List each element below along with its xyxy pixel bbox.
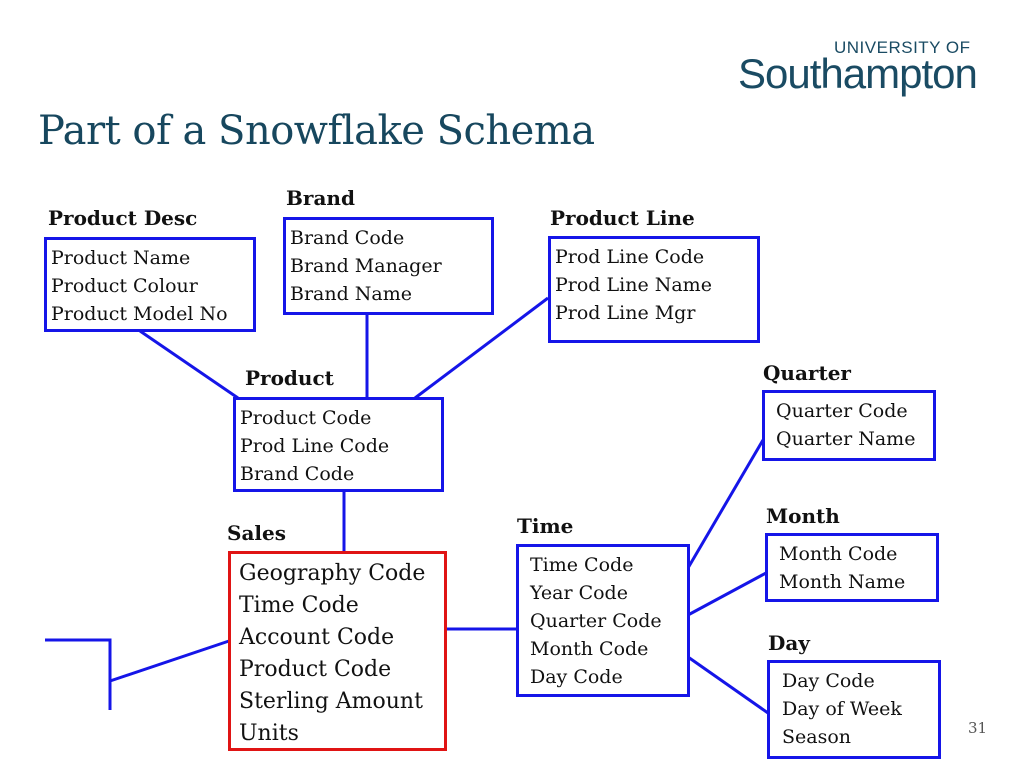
entity-box-product-desc: Product Name Product Colour Product Mode… <box>44 237 256 332</box>
entity-box-quarter: Quarter Code Quarter Name <box>762 390 936 461</box>
fact-table-box-sales: Geography Code Time Code Account Code Pr… <box>228 551 447 751</box>
entity-box-time: Time Code Year Code Quarter Code Month C… <box>516 544 690 697</box>
connector-time-quarter <box>686 439 765 569</box>
field-item: Month Code <box>779 543 898 565</box>
entity-title-product-line: Product Line <box>550 206 695 230</box>
field-item: Units <box>239 721 299 746</box>
field-item: Sterling Amount <box>239 689 423 714</box>
field-item: Prod Line Mgr <box>555 302 696 324</box>
connector-productdesc-product <box>139 329 239 400</box>
field-item: Time Code <box>239 593 359 618</box>
connector-sales-geography <box>45 638 112 710</box>
field-item: Prod Line Code <box>240 435 390 457</box>
entity-box-day: Day Code Day of Week Season <box>767 660 941 759</box>
field-item: Product Colour <box>51 275 198 297</box>
connector-time-month <box>687 571 767 617</box>
entity-title-sales: Sales <box>227 521 286 545</box>
field-item: Product Code <box>239 657 392 682</box>
logo-line-university: UNIVERSITY OF <box>834 38 971 57</box>
field-item: Prod Line Name <box>555 274 712 296</box>
entity-box-product-line: Prod Line Code Prod Line Name Prod Line … <box>548 236 760 343</box>
entity-box-month: Month Code Month Name <box>765 533 939 602</box>
field-item: Quarter Code <box>530 610 662 632</box>
logo-line-southampton: Southampton <box>738 50 978 97</box>
entity-title-quarter: Quarter <box>763 361 851 385</box>
field-item: Product Code <box>240 407 372 429</box>
field-item: Day Code <box>530 666 623 688</box>
entity-title-product: Product <box>245 366 334 390</box>
entity-title-month: Month <box>766 504 840 528</box>
field-item: Brand Code <box>240 463 355 485</box>
field-item: Quarter Code <box>776 400 908 422</box>
field-item: Brand Manager <box>290 255 442 277</box>
field-item: Season <box>782 726 852 748</box>
field-item: Time Code <box>530 554 634 576</box>
field-item: Product Name <box>51 247 191 269</box>
slide-title: Part of a Snowflake Schema <box>38 108 595 154</box>
connector-sales-account <box>109 639 230 683</box>
entity-title-time: Time <box>517 514 574 538</box>
field-item: Account Code <box>239 625 395 650</box>
page-number: 31 <box>968 719 988 737</box>
connector-time-day <box>687 655 769 715</box>
field-item: Brand Name <box>290 283 413 305</box>
field-item: Day of Week <box>782 698 902 720</box>
entity-title-brand: Brand <box>286 186 355 210</box>
field-item: Quarter Name <box>776 428 916 450</box>
field-item: Month Code <box>530 638 649 660</box>
field-item: Brand Code <box>290 227 405 249</box>
field-item: Day Code <box>782 670 875 692</box>
entity-title-product-desc: Product Desc <box>48 206 198 230</box>
university-logo: UNIVERSITY OF Southampton <box>738 38 988 102</box>
entity-box-product: Product Code Prod Line Code Brand Code <box>233 397 444 492</box>
field-item: Year Code <box>530 582 628 604</box>
entity-box-brand: Brand Code Brand Manager Brand Name <box>283 217 494 315</box>
field-item: Month Name <box>779 571 906 593</box>
entity-title-day: Day <box>768 631 810 655</box>
connector-productline-product <box>414 296 549 400</box>
field-item: Prod Line Code <box>555 246 705 268</box>
field-item: Product Model No <box>51 303 228 325</box>
field-item: Geography Code <box>239 561 426 586</box>
